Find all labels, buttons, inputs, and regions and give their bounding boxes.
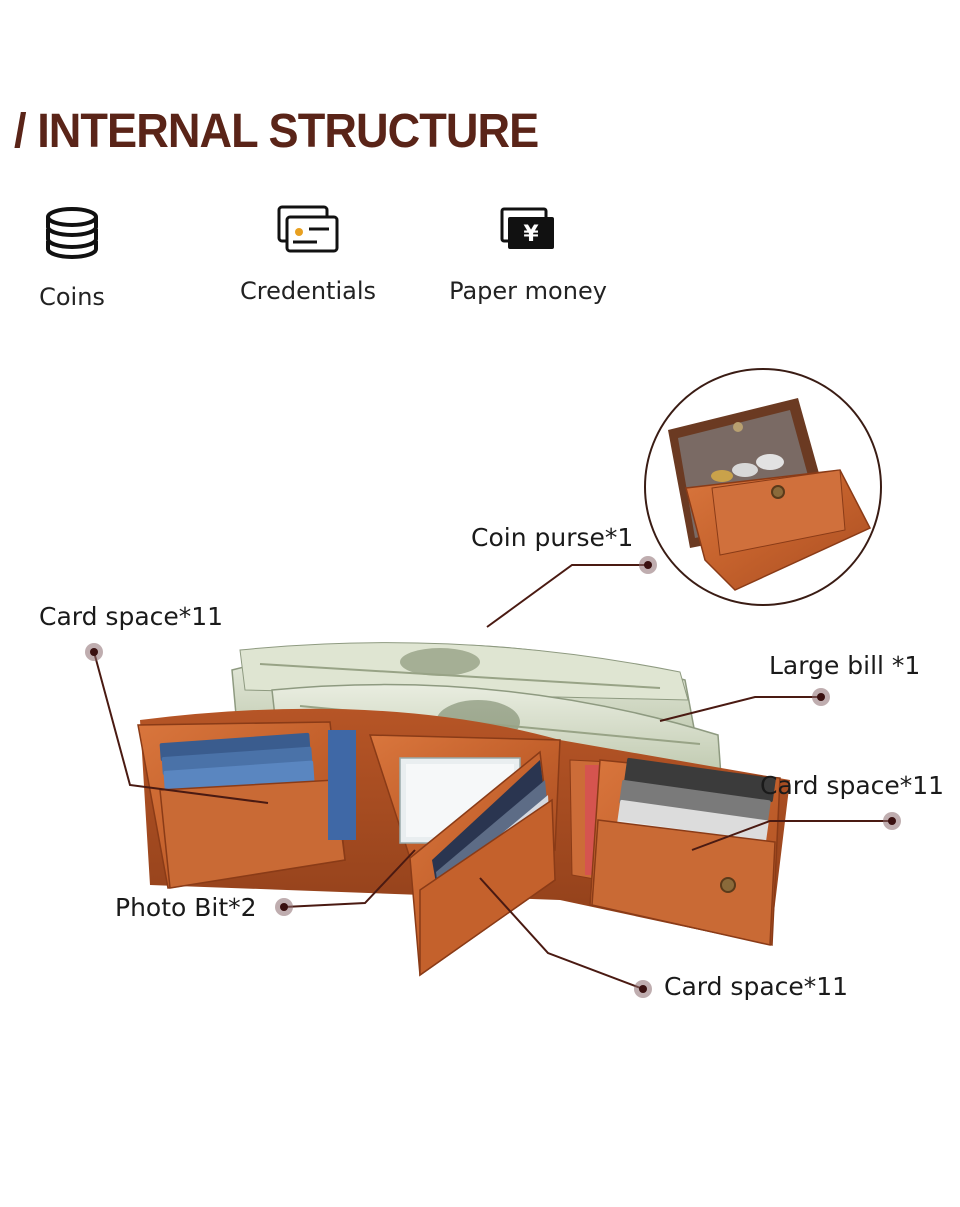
callout-card-space-bottom: Card space*11 bbox=[664, 972, 849, 1001]
leader-coin-purse bbox=[486, 564, 648, 628]
callout-coin-purse: Coin purse*1 bbox=[471, 523, 634, 552]
coins-icon bbox=[46, 207, 98, 259]
callout-card-space-right: Card space*11 bbox=[760, 771, 945, 800]
svg-text:¥: ¥ bbox=[523, 222, 539, 247]
feature-label: Paper money bbox=[449, 277, 607, 305]
leader-card-bottom bbox=[479, 877, 644, 990]
leader-photo-bit bbox=[283, 849, 416, 908]
callout-large-bill: Large bill *1 bbox=[769, 651, 921, 680]
leader-card-right bbox=[691, 820, 892, 851]
leader-card-left bbox=[93, 651, 269, 804]
leader-large-bill bbox=[659, 696, 821, 722]
feature-credentials: Credentials bbox=[208, 205, 408, 305]
callout-dots bbox=[85, 556, 901, 998]
feature-label: Credentials bbox=[239, 277, 377, 305]
middle-flap bbox=[409, 750, 611, 977]
callout-card-space-left: Card space*11 bbox=[39, 602, 224, 631]
callout-photo-bit: Photo Bit*2 bbox=[115, 893, 257, 922]
right-panel bbox=[589, 757, 781, 946]
feature-coins: Coins bbox=[0, 205, 172, 311]
card-icon bbox=[277, 205, 339, 253]
feature-paper-money: ¥ Paper money bbox=[428, 205, 628, 305]
section-heading: / INTERNAL STRUCTURE bbox=[14, 105, 539, 158]
leader-lines bbox=[93, 564, 892, 990]
left-panel bbox=[137, 721, 356, 889]
banknote-icon: ¥ bbox=[500, 207, 554, 249]
feature-label: Coins bbox=[39, 283, 105, 311]
coin-purse-inset bbox=[644, 368, 882, 606]
